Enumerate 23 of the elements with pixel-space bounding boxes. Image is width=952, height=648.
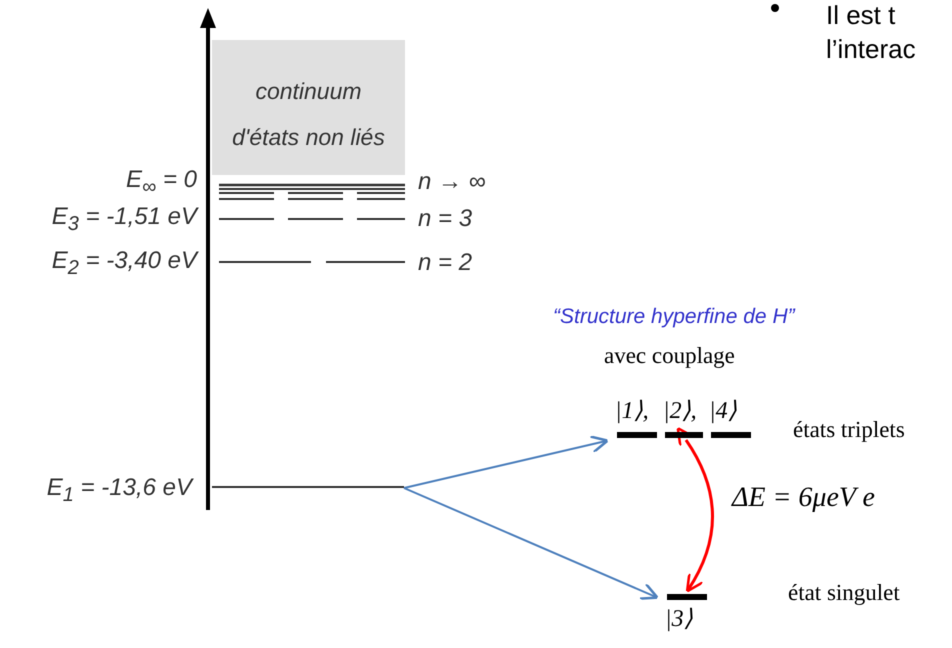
body-text: l’interac bbox=[826, 34, 916, 64]
ket-label: |1⟩, bbox=[615, 397, 649, 426]
energy-gap-label: ΔE = 6μeV e bbox=[732, 482, 875, 514]
continuum-band bbox=[212, 40, 405, 175]
section-label: avec couplage bbox=[604, 343, 735, 369]
quantum-number-label: n → ∞ bbox=[418, 168, 486, 196]
ket-label: |3⟩ bbox=[665, 605, 693, 634]
double-arrow bbox=[676, 426, 714, 593]
state-label: états triplets bbox=[793, 417, 905, 443]
quantum-number-label: n = 3 bbox=[418, 205, 472, 233]
quantum-number-label: n = 2 bbox=[418, 249, 472, 277]
band-label: continuum d'états non liés bbox=[231, 77, 386, 152]
ket-label: |2⟩, bbox=[663, 397, 697, 426]
diagram-subtitle: “Structure hyperfine de H” bbox=[553, 305, 795, 329]
arrow bbox=[404, 487, 659, 600]
ket-label: |4⟩ bbox=[709, 397, 737, 426]
energy-label: E$_{1}$ = -13,6 eV bbox=[46, 474, 192, 508]
state-label: état singulet bbox=[788, 580, 900, 606]
arrow bbox=[404, 435, 609, 489]
body-text: Il est t bbox=[826, 0, 896, 30]
energy-label: E$_{3}$ = -1,51 eV bbox=[52, 203, 197, 236]
energy-label: E$_{2}$ = -3,40 eV bbox=[52, 247, 197, 280]
energy-label: E$_{∞}$ = 0 bbox=[126, 166, 197, 199]
